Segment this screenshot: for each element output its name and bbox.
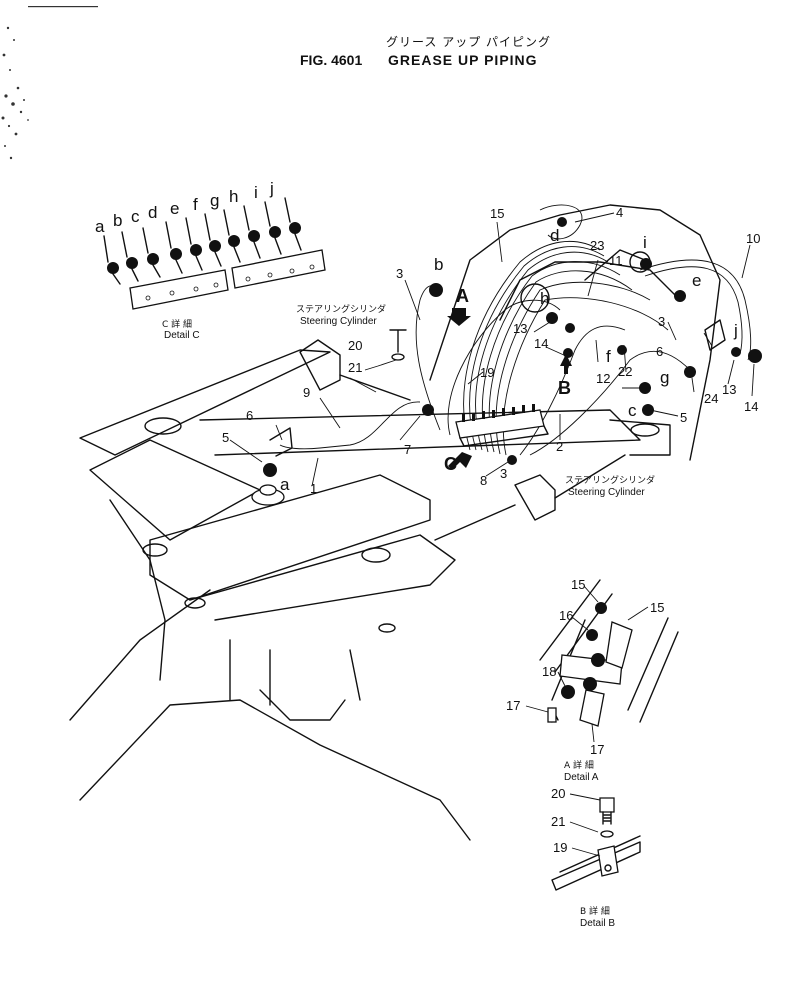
callout-3b: 3 <box>658 314 665 329</box>
figure-title: GREASE UP PIPING <box>388 52 538 68</box>
callout-3a: 3 <box>396 266 403 281</box>
letter-a: a <box>280 475 290 494</box>
letter-g: g <box>660 368 669 387</box>
detail-a-callout-17a: 17 <box>506 698 520 713</box>
detail-c-letters: a b c d e f g h i j <box>95 179 274 236</box>
leader-lines <box>229 212 755 487</box>
detail-a-drawing <box>539 579 679 727</box>
callout-8: 8 <box>480 473 487 488</box>
callout-13a: 13 <box>513 321 527 336</box>
detail-c-letter-c: c <box>131 207 140 226</box>
callout-5a: 5 <box>222 430 229 445</box>
detail-c-label-jp: C 詳 細 <box>162 318 192 330</box>
callout-5b: 5 <box>680 410 687 425</box>
callout-13b: 13 <box>722 382 736 397</box>
detail-a-label-en: Detail A <box>564 772 599 783</box>
callout-23: 23 <box>590 238 604 253</box>
steering-cylinder-right-en: Steering Cylinder <box>568 487 645 498</box>
callout-22: 22 <box>618 364 632 379</box>
callout-numbers: 15 4 10 23 11 3 3 3 13 13 14 14 20 21 19… <box>222 205 760 496</box>
detail-a-leaders <box>525 585 649 743</box>
detail-c-letter-a: a <box>95 217 105 236</box>
fittings <box>263 217 762 477</box>
scan-noise <box>1 6 98 160</box>
callout-11: 11 <box>609 253 623 268</box>
callout-2: 2 <box>556 439 563 454</box>
detail-a-callout-15a: 15 <box>571 577 585 592</box>
view-marker-a: A <box>456 286 469 306</box>
callout-12: 12 <box>596 371 610 386</box>
view-marker-c: C <box>444 454 457 474</box>
detail-a-callout-18: 18 <box>542 664 556 679</box>
detail-c-letter-f: f <box>193 195 198 214</box>
callout-1: 1 <box>310 481 317 496</box>
detail-c-letter-g: g <box>210 191 219 210</box>
callout-14b: 14 <box>744 399 758 414</box>
callout-24: 24 <box>704 391 718 406</box>
callout-6b: 6 <box>656 344 663 359</box>
detail-b-leaders <box>569 793 601 857</box>
callout-3c: 3 <box>500 466 507 481</box>
callout-19: 19 <box>480 365 494 380</box>
letter-j: j <box>733 321 738 340</box>
view-marker-b: B <box>558 378 571 398</box>
letter-i: i <box>643 233 647 252</box>
letter-f: f <box>606 347 611 366</box>
detail-c-letter-i: i <box>254 183 258 202</box>
callout-20: 20 <box>348 338 362 353</box>
detail-c-letter-j: j <box>269 179 274 198</box>
main-letters: a b c d e f g h i j <box>280 226 738 494</box>
detail-a-callout-16: 16 <box>559 608 573 623</box>
detail-c-label-en: Detail C <box>164 330 200 341</box>
detail-b-callout-19: 19 <box>553 840 567 855</box>
title-japanese: グリース アップ パイピング <box>386 35 551 49</box>
detail-b-drawing <box>551 797 641 891</box>
letter-d: d <box>550 226 559 245</box>
detail-a-label-jp: A 詳 細 <box>564 759 594 771</box>
callout-14a: 14 <box>534 336 548 351</box>
detail-b-label-en: Detail B <box>580 918 615 929</box>
grease-hoses <box>279 204 752 456</box>
grease-manifold <box>455 404 549 447</box>
figure-number: FIG. 4601 <box>300 52 362 68</box>
letter-b: b <box>434 255 443 274</box>
detail-c-drawing <box>103 197 326 310</box>
detail-a-callout-17b: 17 <box>590 742 604 757</box>
detail-c-letter-e: e <box>170 199 179 218</box>
detail-c-letter-b: b <box>113 211 122 230</box>
callout-7: 7 <box>404 442 411 457</box>
detail-c-letter-d: d <box>148 203 157 222</box>
detail-b-callout-21: 21 <box>551 814 565 829</box>
view-arrows <box>447 308 572 470</box>
detail-c-letter-h: h <box>229 187 238 206</box>
callout-21: 21 <box>348 360 362 375</box>
detail-b-callout-20: 20 <box>551 786 565 801</box>
letter-h: h <box>540 289 549 308</box>
callout-9: 9 <box>303 385 310 400</box>
frame-drawing <box>69 204 726 841</box>
steering-cylinder-left-jp: ステアリングシリンダ <box>296 303 386 315</box>
steering-cylinder-left-en: Steering Cylinder <box>300 316 377 327</box>
letter-c: c <box>628 401 637 420</box>
steering-cylinder-right-jp: ステアリングシリンダ <box>565 474 655 486</box>
callout-10: 10 <box>746 231 760 246</box>
letter-e: e <box>692 271 701 290</box>
callout-15: 15 <box>490 206 504 221</box>
detail-a-callout-15b: 15 <box>650 600 664 615</box>
callout-4: 4 <box>616 205 623 220</box>
callout-6a: 6 <box>246 408 253 423</box>
detail-b-label-jp: B 詳 細 <box>580 905 610 917</box>
